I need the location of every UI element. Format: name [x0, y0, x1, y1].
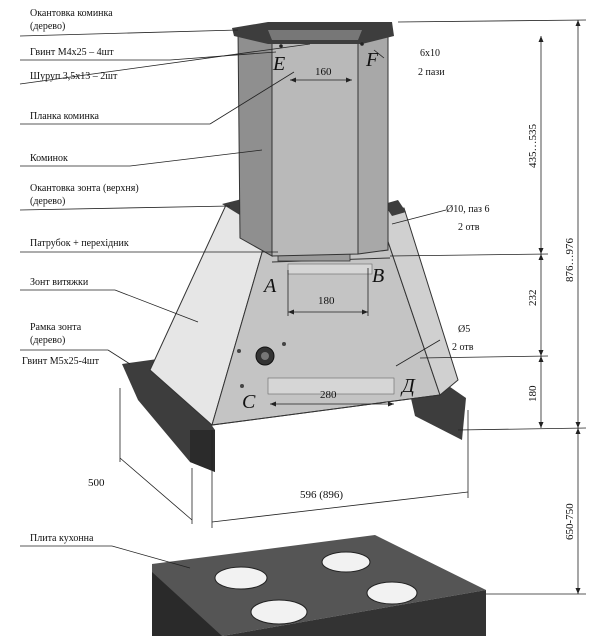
- label-wood-screw: Шуруп 3,5х13 – 2шт: [30, 71, 118, 82]
- chimney-left-face: [237, 29, 273, 257]
- point-b: B: [372, 265, 384, 287]
- stove-front: [152, 572, 222, 636]
- annotation-hole-top: Ø10, паз 6: [446, 204, 489, 215]
- point-f: F: [365, 49, 379, 71]
- label-hood: Зонт витяжки: [30, 277, 89, 288]
- chimney-drawing: [232, 22, 394, 257]
- hood-top-trim-right: [384, 200, 406, 216]
- burner-4: [366, 581, 418, 605]
- annotation-hole-bottom: Ø5: [458, 324, 470, 335]
- hood-cutout-bottom: [267, 377, 395, 395]
- label-chimney-trim: Окантовка коминка: [30, 8, 113, 19]
- stove-drawing: [152, 535, 486, 636]
- burner-2: [321, 551, 371, 573]
- dim-280: 280: [320, 389, 337, 401]
- dim-596-896: 596 (896): [300, 489, 343, 501]
- label-screw-m5: Гвинт М5х25-4шт: [22, 356, 100, 367]
- stove-side: [222, 590, 486, 636]
- label-hood-trim-material: (дерево): [30, 196, 65, 207]
- dim-180-vertical: 180: [527, 385, 539, 402]
- dim-160: 160: [315, 66, 332, 78]
- dim-180: 180: [318, 295, 335, 307]
- label-hood-frame-material: (дерево): [30, 335, 65, 346]
- stove-top: [152, 535, 486, 636]
- hood-cutout-top: [287, 263, 373, 275]
- frame-bottom-bar: [190, 430, 215, 472]
- annotation-slot-size: 6х10: [420, 48, 440, 59]
- dim-650-750: 650-750: [564, 503, 576, 540]
- label-chimney: Коминок: [30, 153, 68, 164]
- leader-lines: [19, 29, 447, 569]
- point-d: Д: [400, 375, 416, 397]
- dimension-lines: [119, 19, 587, 595]
- dim-876-976: 876…976: [564, 238, 576, 283]
- label-hood-frame: Рамка зонта: [30, 322, 82, 333]
- dim-500: 500: [88, 477, 105, 489]
- hood-drawing: [149, 198, 459, 426]
- annotation-hole-top-count: 2 отв: [458, 222, 480, 233]
- label-chimney-trim-material: (дерево): [30, 21, 65, 32]
- burner-1: [214, 566, 268, 590]
- annotation-hole-bottom-count: 2 отв: [452, 342, 474, 353]
- label-stove: Плита кухонна: [30, 533, 94, 544]
- burner-3: [250, 599, 308, 625]
- label-chimney-bar: Планка коминка: [30, 111, 100, 122]
- point-c: C: [242, 391, 256, 413]
- annotation-slot-count: 2 пази: [418, 67, 445, 78]
- label-hood-trim: Окантовка зонта (верхня): [30, 183, 139, 194]
- label-pipe: Патрубок + перехідник: [30, 238, 129, 249]
- point-a: A: [262, 275, 277, 297]
- point-e: E: [272, 53, 285, 75]
- dim-435-535: 435…535: [527, 124, 539, 169]
- label-screw-m4: Гвинт М4х25 – 4шт: [30, 47, 114, 58]
- dim-232: 232: [527, 290, 539, 307]
